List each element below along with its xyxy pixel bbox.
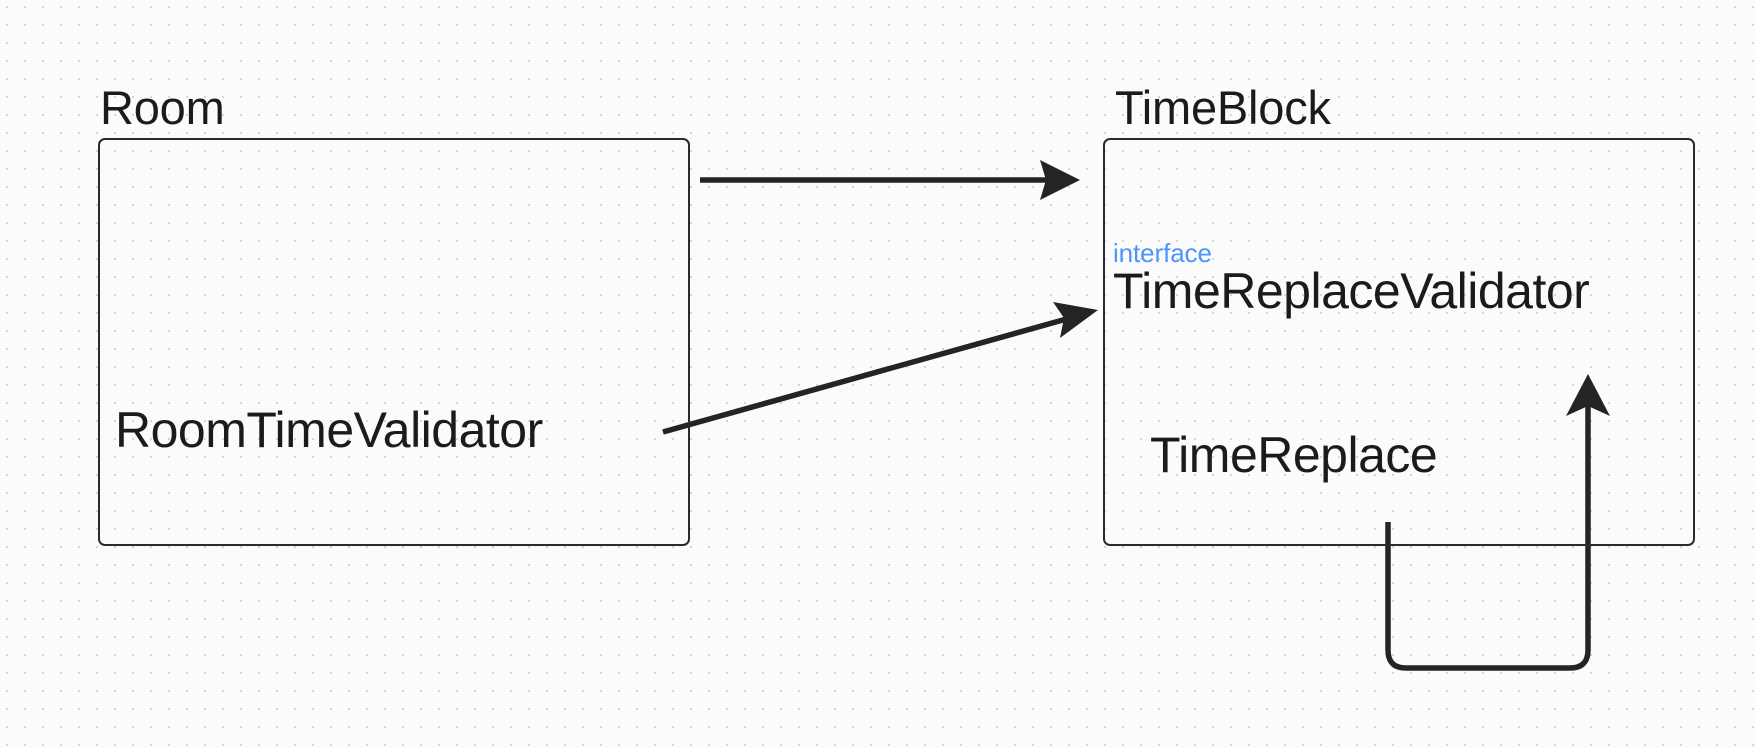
node-room-time-validator[interactable]: RoomTimeValidator xyxy=(115,405,543,455)
node-time-replace-validator[interactable]: interface TimeReplaceValidator xyxy=(1113,238,1590,319)
node-time-replace-validator-stereotype: interface xyxy=(1113,238,1212,268)
package-timeblock-title: TimeBlock xyxy=(1115,81,1331,134)
package-room-title: Room xyxy=(100,81,225,134)
node-room-time-validator-label: RoomTimeValidator xyxy=(115,402,543,458)
package-room-boundary xyxy=(98,138,690,546)
node-time-replace-validator-label: TimeReplaceValidator xyxy=(1113,263,1590,319)
package-timeblock-boundary xyxy=(1103,138,1695,546)
node-time-replace-label: TimeReplace xyxy=(1150,427,1438,483)
node-time-replace[interactable]: TimeReplace xyxy=(1150,427,1438,483)
